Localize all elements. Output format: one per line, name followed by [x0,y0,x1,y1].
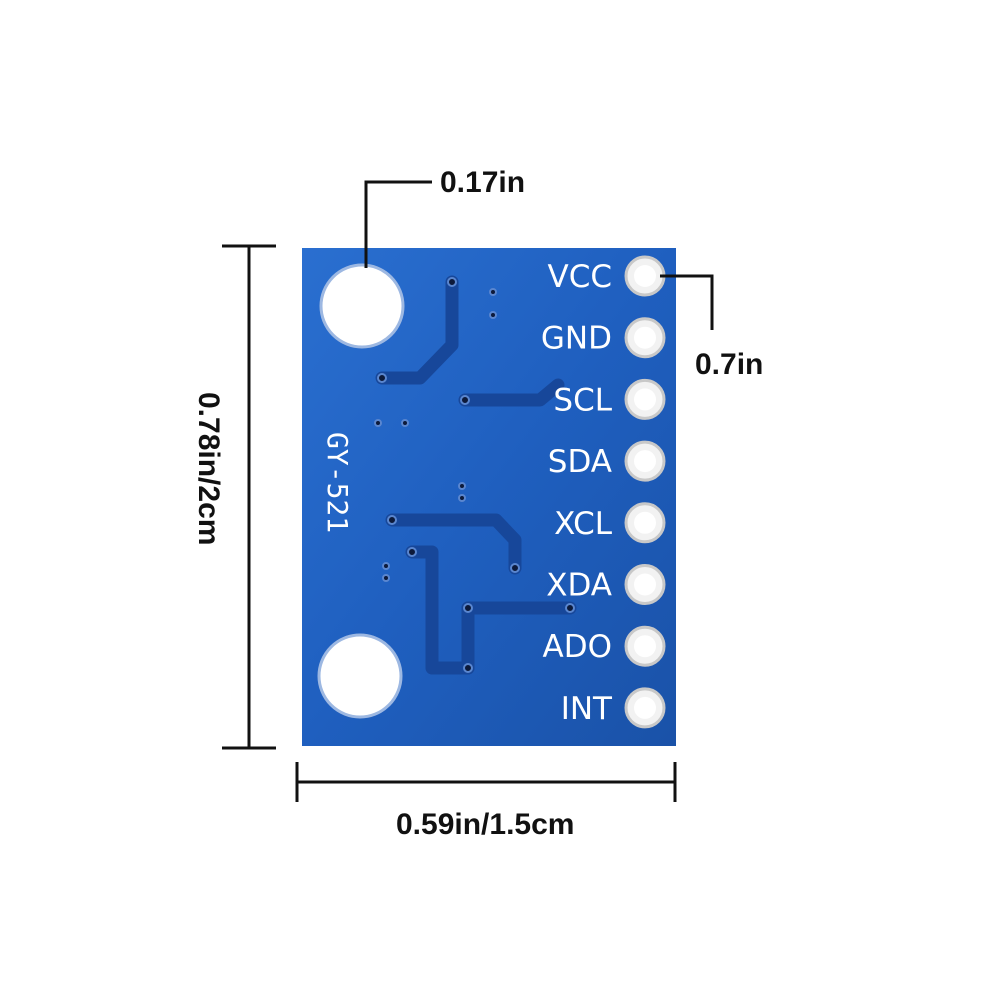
pin-span-dimension-label: 0.7in [695,348,763,381]
mounting-hole-top [319,263,405,349]
via [374,419,382,427]
pin-hole-xcl [634,511,656,534]
trace-2 [458,378,565,407]
via [458,482,466,490]
board-model-label: GY-521 [321,432,354,533]
pin-label-scl: SCL [553,382,612,418]
width-dimension-line [295,762,677,802]
via [401,419,409,427]
trace-4 [405,545,475,675]
pin-label-xda: XDA [546,568,612,604]
pin-label-sda: SDA [548,444,612,480]
pin-label-int: INT [561,691,613,727]
via [447,277,457,287]
via [460,395,470,405]
pin-hole-xda [634,573,656,596]
via [382,574,390,582]
pin-hole-sda [634,450,656,473]
pin-hole-int [634,696,656,719]
pin-hole-gnd [634,326,656,349]
trace-3 [385,513,522,575]
pin-label-xcl: XCL [554,506,613,542]
via [387,515,397,525]
via [489,311,497,319]
height-dimension-line [222,244,276,750]
via [458,494,466,502]
pin-label-gnd: GND [541,321,612,357]
hole-dimension-label: 0.17in [440,166,525,199]
pcb-traces [375,275,577,675]
mounting-hole-bottom [317,633,403,719]
height-dimension-label: 0.78in/2cm [192,392,225,545]
trace-1 [375,275,459,385]
pcb-vias [374,277,575,673]
pin-label-ado: ADO [543,629,612,665]
via [407,547,417,557]
via [463,663,473,673]
via [565,603,575,613]
pin-label-vcc: VCC [548,259,613,295]
via [463,603,473,613]
pin-hole-ado [634,635,656,658]
via [382,562,390,570]
pin-span-dimension-leader [660,274,714,330]
width-dimension-label: 0.59in/1.5cm [396,808,574,841]
hole-dimension-leader [364,180,432,268]
via [510,563,520,573]
pin-hole-scl [634,388,656,411]
pin-hole-vcc [634,265,656,287]
pin-header: VCC GND SCL SDA XCL XDA ADO INT [541,255,666,729]
via [489,288,497,296]
via [377,373,387,383]
